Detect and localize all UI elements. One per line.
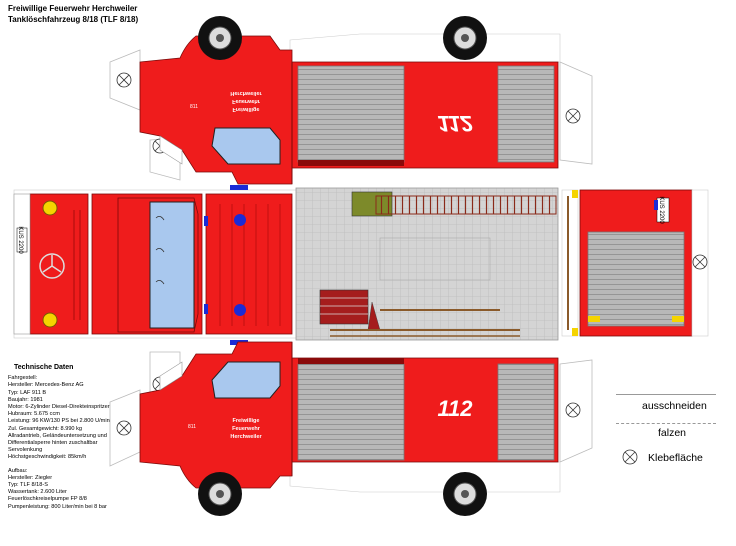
tech-heading: Technische Daten <box>14 364 74 371</box>
tech-line: Höchstgeschwindigkeit: 85km/h <box>8 454 87 461</box>
svg-text:KUS 2200: KUS 2200 <box>658 196 664 224</box>
tech-line: Servolenkung <box>8 447 43 454</box>
cab-number-top: 811 <box>190 104 198 110</box>
front-plate: KUS 2200 <box>16 226 28 254</box>
glue-flap <box>109 49 141 111</box>
tech-line: Pumpenleistung: 800 Liter/min bei 8 bar <box>8 503 107 510</box>
ladder <box>375 195 557 215</box>
legend-fold-line <box>616 423 716 424</box>
legend-cut-line <box>616 394 716 395</box>
glue-marker-icon <box>622 449 638 465</box>
side-panel-top: Freiwillige Feuerwehr Herchweiler 112 81… <box>109 16 593 185</box>
front-panel: KUS 2200 <box>13 185 303 345</box>
tech-line: Hubraum: 5.675 ccm <box>8 411 60 418</box>
lettering-line: Feuerwehr <box>232 426 261 432</box>
tech-line: Typ: LAF 911 B <box>8 389 47 396</box>
lettering-line: Herchweiler <box>230 90 262 96</box>
title-line-1: Freiwillige Feuerwehr Herchweiler <box>8 4 138 13</box>
wheel-rear <box>443 472 487 516</box>
legend-glue-label: Klebefläche <box>648 452 703 464</box>
cab-number-bottom: 811 <box>188 424 196 430</box>
roof-panel <box>295 187 559 341</box>
svg-text:112: 112 <box>437 111 473 136</box>
tech-line: Baujahr: 1981 <box>8 396 43 403</box>
tech-line: Aufbau: <box>8 467 28 474</box>
legend-cut-label: ausschneiden <box>642 400 707 412</box>
rear-panel: KUS 2200 <box>561 189 709 337</box>
wheel-front <box>198 472 242 516</box>
roof-box <box>319 289 369 325</box>
tech-line: Allradantrieb, Geländeuntersetzung und <box>8 432 107 439</box>
lettering-line: Freiwillige <box>233 106 260 112</box>
door-lettering-bottom: Freiwillige Feuerwehr Herchweiler <box>230 418 262 440</box>
glue-flap <box>109 389 141 467</box>
side-panel-bottom: Freiwillige Feuerwehr Herchweiler 112 81… <box>109 341 593 516</box>
glue-flap <box>559 359 593 463</box>
tech-line: Wassertank: 2.600 Liter <box>8 489 67 496</box>
lettering-line: Feuerwehr <box>232 98 261 104</box>
door-lettering-top: Freiwillige Feuerwehr Herchweiler <box>230 90 262 112</box>
tech-line: Leistung: 96 KW/130 PS bei 2.800 U/min <box>8 418 110 425</box>
lettering-line: Herchweiler <box>230 434 262 440</box>
tech-line: Hersteller: Ziegler <box>8 474 53 481</box>
fire-number-top: 112 <box>437 111 473 136</box>
lettering-line: Freiwillige <box>233 418 260 424</box>
tech-line: Zul. Gesamtgewicht: 8.990 kg <box>8 425 82 432</box>
technical-data: Technische Daten Fahrgestell: Hersteller… <box>8 364 110 511</box>
tech-line: Feuerlöschkreiselpumpe FP 8/8 <box>8 496 87 503</box>
tech-line: Motor: 6-Zylinder Diesel-Direkteinspritz… <box>8 404 110 411</box>
title-line-2: Tanklöschfahrzeug 8/18 (TLF 8/18) <box>8 15 139 24</box>
mercedes-star-icon <box>39 253 65 279</box>
fire-number-bottom: 112 <box>437 396 473 421</box>
tech-line: Differentialsperre hinten zuschaltbar <box>8 440 98 447</box>
legend-fold-label: falzen <box>658 427 687 439</box>
svg-text:KUS 2200: KUS 2200 <box>17 226 23 254</box>
tech-line: Typ: TLF 8/18-S <box>8 482 49 489</box>
wheel-front <box>198 16 242 60</box>
tech-line: Hersteller: Mercedes-Benz AG <box>8 382 84 389</box>
wheel-rear <box>443 16 487 60</box>
rear-plate: KUS 2200 <box>656 196 670 224</box>
tech-line: Fahrgestell: <box>8 375 38 382</box>
